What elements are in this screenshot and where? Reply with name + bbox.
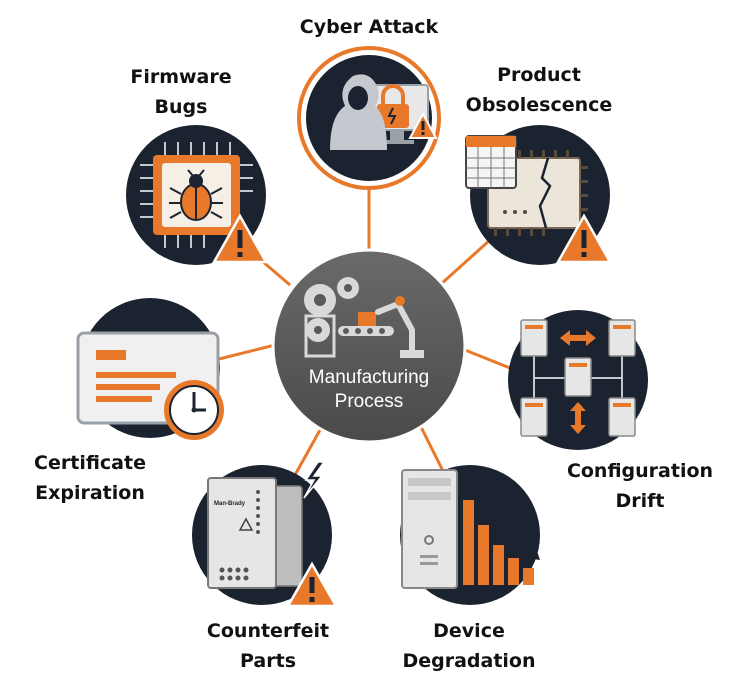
label-certificate-expiration: Certificate Expiration bbox=[34, 452, 146, 504]
connector-certificate bbox=[214, 343, 276, 362]
label-product-obsolescence: Product Obsolescence bbox=[465, 64, 613, 116]
node-counterfeit-parts: Man-Brady bbox=[192, 461, 339, 608]
down-trend-arrow-icon bbox=[468, 490, 540, 560]
lock-icon bbox=[377, 84, 409, 128]
bug-icon bbox=[169, 169, 223, 221]
node-product-obsolescence bbox=[465, 125, 613, 265]
warning-icon bbox=[408, 111, 438, 139]
robot-arm-icon bbox=[375, 300, 424, 358]
computer-tower-icon bbox=[401, 469, 458, 589]
node-cyber-attack bbox=[297, 46, 441, 190]
gears-icon bbox=[304, 277, 359, 342]
arrow-horizontal-icon bbox=[560, 330, 596, 346]
connector-degradation bbox=[418, 424, 447, 476]
label-cyber-attack: Cyber Attack bbox=[299, 16, 439, 38]
warning-icon bbox=[285, 561, 339, 608]
connectors bbox=[214, 188, 516, 476]
declining-bar-chart-icon bbox=[463, 500, 534, 585]
counterfeit-brand: Man-Brady bbox=[214, 501, 246, 507]
clock-icon bbox=[164, 380, 224, 440]
label-counterfeit-parts: Counterfeit Parts bbox=[206, 620, 330, 672]
label-firmware-bugs: Firmware Bugs bbox=[130, 66, 232, 118]
label-device-degradation: Device Degradation bbox=[402, 620, 536, 672]
label-configuration-drift: Configuration Drift bbox=[566, 460, 714, 512]
conveyor-icon bbox=[304, 312, 394, 358]
hacker-icon bbox=[330, 74, 387, 150]
lightning-icon bbox=[303, 461, 326, 499]
node-firmware-bugs bbox=[126, 125, 269, 265]
node-configuration-drift bbox=[508, 310, 648, 450]
connector-drift bbox=[464, 348, 516, 372]
warning-icon bbox=[555, 213, 613, 264]
node-certificate-expiration bbox=[76, 298, 224, 440]
server-icons bbox=[520, 319, 636, 437]
warning-icon bbox=[211, 213, 269, 264]
node-device-degradation bbox=[400, 465, 540, 605]
center-title-line1: Manufacturing bbox=[308, 367, 430, 388]
calendar-icon bbox=[465, 135, 517, 189]
connector-counterfeit bbox=[293, 429, 322, 476]
center-title: Manufacturing Process bbox=[289, 366, 449, 414]
plc-module-icon: Man-Brady bbox=[207, 477, 303, 589]
center-node bbox=[271, 248, 467, 444]
connector-obsolescence bbox=[438, 238, 492, 287]
arrow-vertical-icon bbox=[570, 402, 586, 434]
center-title-line2: Process bbox=[334, 391, 404, 412]
